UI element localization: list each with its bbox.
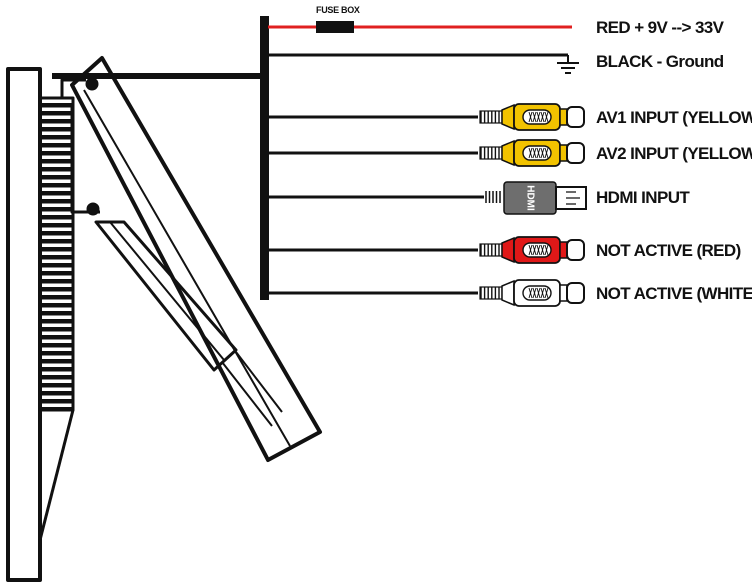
label-power: RED + 9V --> 33V: [596, 18, 725, 37]
upper-pivot-joint: [85, 77, 99, 91]
monitor-body-taper: [38, 409, 75, 541]
monitor-back-housing: [6, 67, 42, 582]
support-strut: [94, 220, 238, 372]
monitor-side-view: [6, 56, 322, 582]
fuse-box: [316, 21, 354, 33]
strut-to-panel: [221, 361, 273, 427]
hinge-arm: [70, 104, 100, 214]
rca-connector-av1-icon: [479, 103, 585, 131]
label-not-active-red: NOT ACTIVE (RED): [596, 241, 741, 260]
rca-connector-red-icon: [479, 236, 585, 264]
fuse-box-label: FUSE BOX: [316, 5, 360, 15]
rca-connector-white-icon: [479, 279, 585, 307]
lower-pivot-joint: [86, 202, 100, 216]
cooling-fins: [41, 103, 72, 412]
label-ground: BLACK - Ground: [596, 52, 724, 71]
wiring-harness: FUSE BOX: [52, 5, 579, 300]
hdmi-plug-text: HDMI: [524, 185, 535, 211]
fin-block-outline: [38, 96, 75, 412]
label-av2: AV2 INPUT (YELLOW): [596, 144, 752, 163]
ground-symbol-icon: [557, 55, 579, 74]
screen-inner-edge: [83, 89, 291, 447]
strut-to-panel-2: [235, 351, 283, 413]
hdmi-connector-icon: HDMI: [485, 181, 587, 215]
label-hdmi: HDMI INPUT: [596, 188, 690, 207]
harness-bus-bar: [260, 16, 269, 300]
label-av1: AV1 INPUT (YELLOW): [596, 108, 752, 127]
rca-connector-av2-icon: [479, 139, 585, 167]
label-not-active-white: NOT ACTIVE (WHITE): [596, 284, 752, 303]
strut-inner-line: [109, 221, 225, 361]
